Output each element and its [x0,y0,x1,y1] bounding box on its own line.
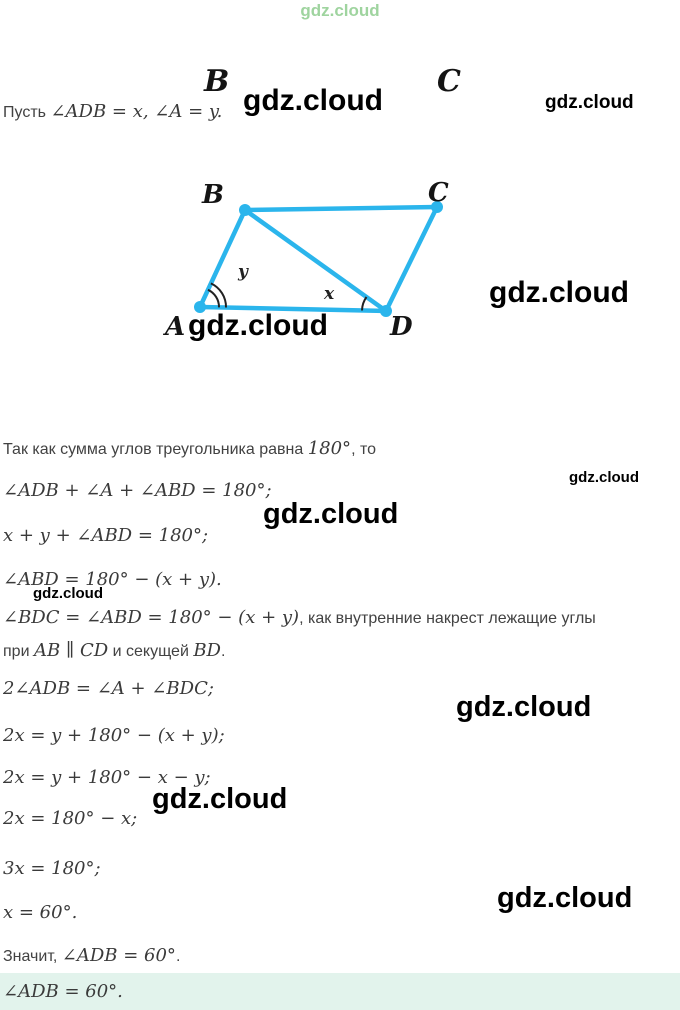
watermark: gdz.cloud [545,92,634,113]
text-segment: x = 60°. [3,902,78,923]
text-segment: и секущей [108,643,194,660]
answer-text: ∠ADB = 60°. [3,981,123,1002]
watermark: gdz.cloud [456,691,592,723]
solution-line: 2∠ADB = ∠A + ∠BDC; [3,677,214,702]
solution-line: x = 60°. [3,901,77,926]
angle-arc-a-inner [207,288,221,308]
diagonal-bd [242,207,389,314]
watermark: gdz.cloud [300,1,380,20]
vertex-label-b: B [201,180,224,210]
edge-ab [197,207,248,310]
watermark: gdz.cloud [489,276,629,309]
text-segment: . [175,948,181,965]
edge-ad [197,304,389,314]
watermark: gdz.cloud [152,783,288,815]
text-segment: Пусть [3,104,51,121]
solution-line: 2x = 180° − x; [3,807,137,832]
solution-line: Так как сумма углов треугольника равна 1… [3,437,376,462]
watermark: gdz.cloud [33,585,103,602]
vertex-dot-d [380,305,392,317]
text-segment: 180° [307,438,352,459]
angle-label-x: x [323,284,335,304]
edge-bc [242,204,440,213]
solution-line: 2x = y + 180° − x − y; [3,766,211,791]
vertex-label-a: A [162,312,185,342]
text-segment: при [3,643,34,660]
angle-label-y: y [237,262,249,282]
text-segment: ∠ADB + ∠A + ∠ABD = 180°; [3,480,272,501]
text-segment: , то [351,441,376,458]
text-segment: ∠ABD = 180° − (x + y). [3,569,222,590]
text-segment: 2x = y + 180° − (x + y); [3,725,225,746]
text-segment: x + y + ∠ABD = 180°; [3,525,209,546]
watermark: gdz.cloud [188,309,328,342]
text-segment: Значит, [3,948,62,965]
text-segment: ∠ADB = 60° [61,945,176,966]
solution-line: ∠BDC = ∠ABD = 180° − (x + y), как внутре… [3,606,596,631]
vertex-label-c: C [428,178,449,208]
angle-arc-a-outer [210,282,228,308]
watermark: gdz.cloud [263,498,399,530]
parallelogram-diagram: B C A D y x [162,178,449,342]
solution-line: при AB ∥ CD и секущей BD. [3,639,225,664]
text-segment: 2∠ADB = ∠A + ∠BDC; [3,678,214,699]
text-segment: 3x = 180°; [3,858,101,879]
solution-line: ∠ABD = 180° − (x + y). [3,568,222,593]
text-segment: Так как сумма углов треугольника равна [3,441,308,458]
top-figure-label-b: B [204,64,230,99]
text-segment: BD [193,640,221,661]
solution-line: Значит, ∠ADB = 60°. [3,944,180,969]
watermark: gdz.cloud [497,882,633,914]
answer-highlight: ∠ADB = 60°. [0,973,680,1010]
solution-line: ∠ADB + ∠A + ∠ABD = 180°; [3,479,272,504]
angle-arc-d [361,296,368,311]
solution-line: 2x = y + 180° − (x + y); [3,724,225,749]
text-segment: AB ∥ CD [33,640,109,661]
text-segment: . [221,643,226,660]
text-segment: 2x = 180° − x; [3,808,138,829]
watermark: gdz.cloud [243,84,383,117]
text-segment: 2x = y + 180° − x − y; [3,767,211,788]
vertex-dot-a [194,301,206,313]
solution-line: x + y + ∠ABD = 180°; [3,524,208,549]
text-segment: ∠ADB = 60°. [3,981,123,1002]
text-segment: ∠BDC = ∠ABD = 180° − (x + y) [3,607,300,628]
vertex-dot-b [239,204,251,216]
top-figure-label-c: C [437,64,461,99]
vertex-label-d: D [389,312,413,342]
text-segment: ∠ADB = x, ∠A = y. [50,101,223,122]
vertex-dot-c [431,201,443,213]
intro-statement: Пусть ∠ADB = x, ∠A = y. [3,100,222,125]
edge-cd [383,204,440,314]
solution-line: 3x = 180°; [3,857,101,882]
text-segment: , как внутренние накрест лежащие углы [299,610,596,627]
watermark: gdz.cloud [569,469,639,486]
